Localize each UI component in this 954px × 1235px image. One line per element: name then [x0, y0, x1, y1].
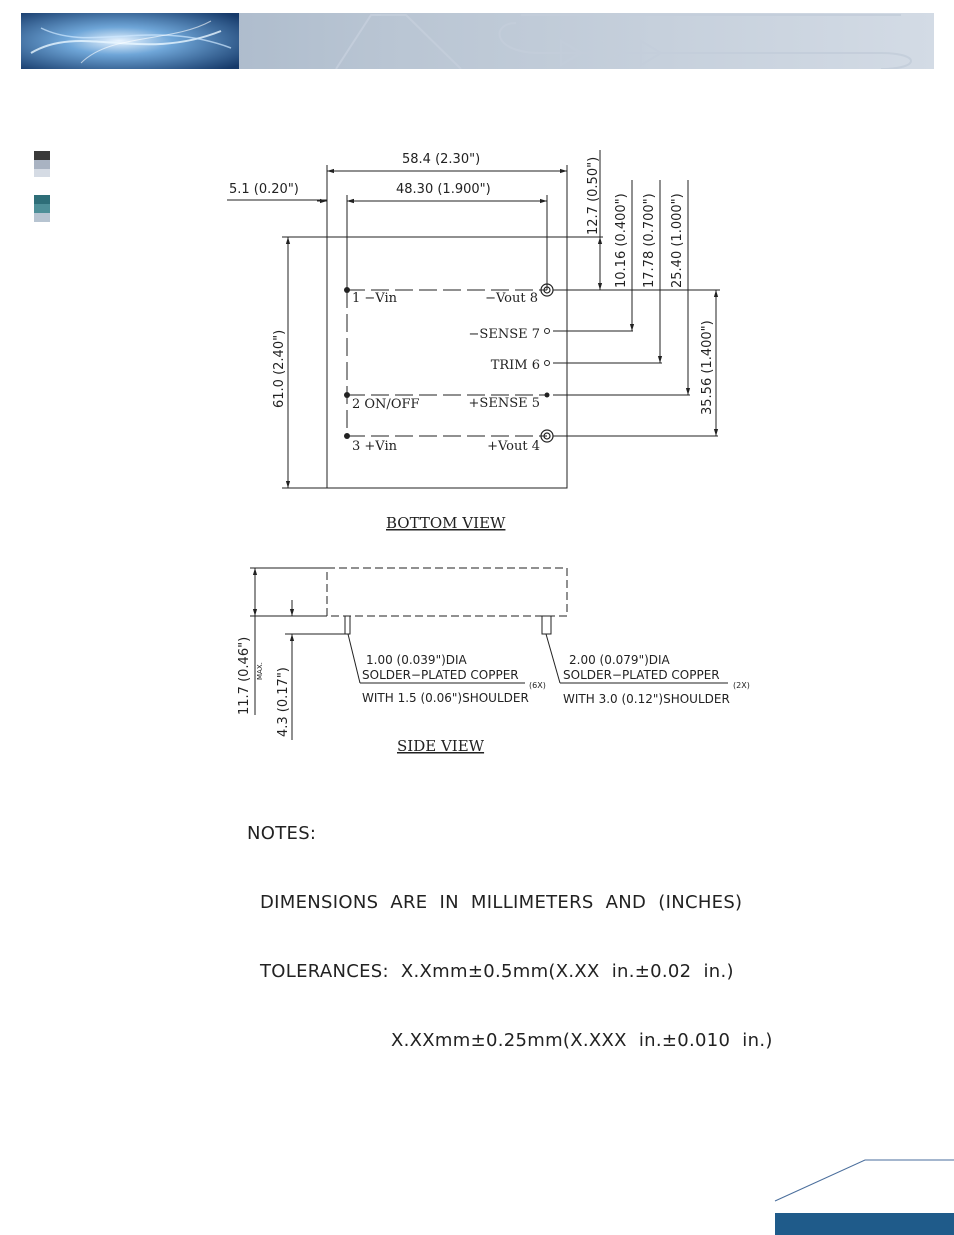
- side-view-title: SIDE VIEW: [397, 737, 485, 755]
- pin-label-1: 1 −Vin: [352, 291, 398, 306]
- small-pin-line2: SOLDER−PLATED COPPER: [362, 668, 519, 682]
- side-height-label: 11.7 (0.46"): [237, 637, 252, 715]
- notes-block: NOTES: DIMENSIONS ARE IN MILLIMETERS AND…: [247, 776, 773, 1075]
- large-pin-line3: WITH 3.0 (0.12")SHOULDER: [563, 692, 730, 706]
- pin-label-2: 2 ON/OFF: [352, 397, 420, 412]
- side-pin-height-label: 4.3 (0.17"): [276, 667, 291, 737]
- dim-pin7: 10.16 (0.400"): [614, 193, 629, 288]
- pin-label-6: TRIM 6: [491, 358, 540, 373]
- dim-pin4: 35.56 (1.400"): [700, 320, 715, 415]
- marker-dark-icon: [34, 151, 50, 177]
- pin-1: [344, 287, 350, 293]
- pin-6: [544, 360, 550, 366]
- large-pin-line1: 2.00 (0.079")DIA: [569, 653, 671, 667]
- large-pin-qty: (2X): [733, 681, 750, 690]
- dim-pin6: 17.78 (0.700"): [642, 193, 657, 288]
- dim-pin8-top: 12.7 (0.50"): [586, 157, 601, 235]
- pin-4: [540, 429, 554, 443]
- notes-line-1: DIMENSIONS ARE IN MILLIMETERS AND (INCHE…: [260, 892, 743, 913]
- small-pin-line3: WITH 1.5 (0.06")SHOULDER: [362, 691, 529, 705]
- pin-label-7: −SENSE 7: [469, 327, 540, 342]
- notes-heading: NOTES:: [247, 823, 317, 844]
- notes-line-3: X.XXmm±0.25mm(X.XXX in.±0.010 in.): [391, 1030, 773, 1051]
- large-pin-line2: SOLDER−PLATED COPPER: [563, 668, 720, 682]
- pin-label-8: −Vout 8: [485, 291, 538, 306]
- side-max-label: MAX.: [256, 662, 264, 680]
- pin-5: [544, 392, 550, 398]
- pin-label-5: +SENSE 5: [469, 396, 540, 411]
- small-pin-side: [344, 615, 351, 635]
- dim-left-offset: 5.1 (0.20"): [229, 182, 299, 197]
- pin-label-4: +Vout 4: [487, 439, 540, 454]
- dim-height: 61.0 (2.40"): [272, 330, 287, 408]
- bottom-view-title: BOTTOM VIEW: [386, 514, 506, 532]
- dim-pin-span: 48.30 (1.900"): [396, 182, 491, 197]
- header-banner: [21, 13, 934, 69]
- dim-pin5: 25.40 (1.000"): [670, 193, 685, 288]
- small-pin-qty: (6X): [529, 681, 546, 690]
- notes-line-2: TOLERANCES: X.Xmm±0.5mm(X.XX in.±0.02 in…: [260, 961, 734, 982]
- pin-8: [540, 283, 554, 297]
- pin-2: [344, 392, 350, 398]
- pin-3: [344, 433, 350, 439]
- side-view-outline: [326, 567, 568, 617]
- large-pin-side: [541, 615, 552, 635]
- marker-teal-icon: [34, 195, 50, 222]
- dim-overall-width: 58.4 (2.30"): [402, 152, 480, 167]
- pin-7: [544, 328, 550, 334]
- pin-label-3: 3 +Vin: [352, 439, 398, 454]
- mechanical-drawing: 58.4 (2.30") 48.30 (1.900") 5.1 (0.20") …: [227, 150, 750, 755]
- small-pin-line1: 1.00 (0.039")DIA: [366, 653, 468, 667]
